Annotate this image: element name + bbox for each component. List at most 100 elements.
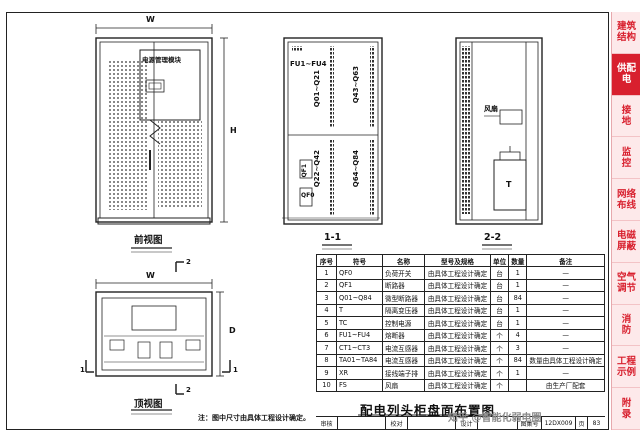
table-cell: 由具体工程设计确定 xyxy=(424,278,491,292)
section-mark-1-right: 1 xyxy=(233,366,238,374)
sidebar-item[interactable]: 电磁 屏蔽 xyxy=(612,221,640,263)
sidebar-item[interactable]: 空气 调节 xyxy=(612,263,640,305)
table-cell: 由具体工程设计确定 xyxy=(424,291,491,305)
col-header: 名称 xyxy=(382,254,425,267)
table-cell: 数量由具体工程设计确定 xyxy=(526,353,605,367)
table-cell: 个 xyxy=(489,353,510,367)
table-cell: 2 xyxy=(316,278,337,292)
drawing-title: 配电列头柜盘面布置图 xyxy=(360,403,496,418)
page-number: 83 xyxy=(592,419,601,427)
table-cell: 熔断器 xyxy=(382,328,425,342)
q43-label: Q43~Q63 xyxy=(352,66,360,104)
sidebar-item[interactable]: 网络 布线 xyxy=(612,179,640,221)
top-view-label: 顶视图 xyxy=(134,399,163,410)
table-cell: 风扇 xyxy=(382,378,425,392)
table-cell: TC xyxy=(336,316,383,330)
atlas-label: 图集号 xyxy=(518,417,542,429)
table-cell: 1 xyxy=(508,366,528,380)
section-2-2-label: 2-2 xyxy=(484,232,502,243)
table-cell: 微型断路器 xyxy=(382,291,425,305)
col-header: 备注 xyxy=(526,254,605,267)
front-height-label: H xyxy=(230,126,237,135)
table-cell: 3 xyxy=(316,291,337,305)
table-cell: 1 xyxy=(316,266,337,280)
table-cell: 3 xyxy=(508,341,528,355)
table-cell: — xyxy=(526,278,605,292)
section-1-1-label: 1-1 xyxy=(324,232,342,243)
sidebar-item[interactable]: 建筑 结构 xyxy=(612,12,640,54)
check-signature xyxy=(408,417,456,429)
table-cell: 5 xyxy=(316,316,337,330)
section-mark-1-left: 1 xyxy=(80,366,85,374)
review-label: 审核 xyxy=(316,417,338,429)
table-cell: 84 xyxy=(508,353,528,367)
panel-module-label: 电源管理模块 xyxy=(142,56,181,64)
table-cell: 台 xyxy=(489,303,510,317)
table-cell: 接线端子排 xyxy=(382,366,425,380)
table-cell: 6 xyxy=(316,328,337,342)
table-cell: 电流互感器 xyxy=(382,341,425,355)
qf0-label: QF0 xyxy=(301,192,315,199)
front-view-label: 前视图 xyxy=(134,235,163,246)
table-cell: Q01~Q84 xyxy=(336,291,383,305)
table-cell: 7 xyxy=(316,341,337,355)
table-cell: CT1~CT3 xyxy=(336,341,383,355)
table-cell: 个 xyxy=(489,328,510,342)
transformer-label: T xyxy=(506,180,512,189)
top-width-label: W xyxy=(146,271,155,280)
col-header: 单位 xyxy=(489,254,510,267)
table-cell: 84 xyxy=(508,291,528,305)
table-cell: 1 xyxy=(508,316,528,330)
table-cell: 10 xyxy=(316,378,337,392)
table-cell: — xyxy=(526,303,605,317)
table-cell: 台 xyxy=(489,266,510,280)
col-header: 符号 xyxy=(336,254,383,267)
sidebar-item[interactable]: 消 防 xyxy=(612,305,640,347)
table-cell: 台 xyxy=(489,316,510,330)
section-2-2-view xyxy=(455,37,543,225)
sidebar-item[interactable]: 附 录 xyxy=(612,388,640,430)
atlas-number: 12DX009 xyxy=(542,417,576,429)
sidebar-item[interactable]: 监 控 xyxy=(612,137,640,180)
table-cell xyxy=(508,378,528,392)
table-cell: FS xyxy=(336,378,383,392)
section-1-1-view xyxy=(282,37,383,225)
fuse-label: FU1~FU4 xyxy=(290,60,327,68)
col-header: 序号 xyxy=(316,254,337,267)
table-cell: — xyxy=(526,366,605,380)
table-cell: — xyxy=(526,341,605,355)
review-signature xyxy=(338,417,386,429)
table-cell: 4 xyxy=(316,303,337,317)
top-view xyxy=(85,261,231,395)
sidebar-item[interactable]: 接 地 xyxy=(612,96,640,138)
table-cell: 由生产厂配套 xyxy=(526,378,605,392)
section-mark-2-top: 2 xyxy=(186,258,191,266)
table-cell: 断路器 xyxy=(382,278,425,292)
table-cell: — xyxy=(526,316,605,330)
table-cell: 控制电源 xyxy=(382,316,425,330)
drawing-canvas xyxy=(85,24,543,416)
table-cell: 由具体工程设计确定 xyxy=(424,341,491,355)
table-cell: 个 xyxy=(489,366,510,380)
table-cell: 台 xyxy=(489,278,510,292)
qf1-label: QF1 xyxy=(301,164,308,178)
table-cell: 由具体工程设计确定 xyxy=(424,266,491,280)
sidebar-item[interactable]: 工程 示例 xyxy=(612,346,640,389)
table-cell: T xyxy=(336,303,383,317)
page-label: 页 xyxy=(576,417,588,429)
front-left-perforation xyxy=(108,60,148,210)
table-cell: 台 xyxy=(489,291,510,305)
table-cell: 由具体工程设计确定 xyxy=(424,366,491,380)
table-cell: 1 xyxy=(508,278,528,292)
table-cell: 8 xyxy=(316,353,337,367)
sidebar-item[interactable]: 供配 电 xyxy=(612,53,640,96)
col-header: 型号及规格 xyxy=(424,254,491,267)
table-cell: 1 xyxy=(508,303,528,317)
